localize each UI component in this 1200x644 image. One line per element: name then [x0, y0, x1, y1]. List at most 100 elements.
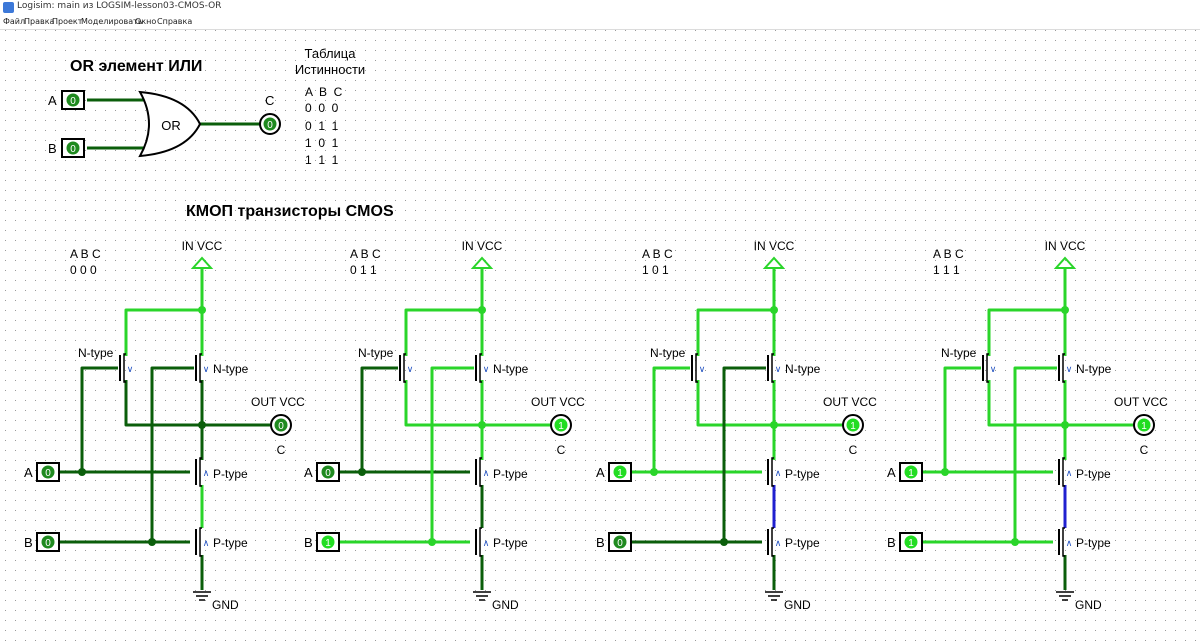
gnd-label: GND: [212, 598, 239, 612]
or-output-pin[interactable]: 0: [259, 113, 281, 135]
wire-junction: [198, 306, 206, 314]
vcc-label: IN VCC: [754, 239, 795, 253]
menu-project[interactable]: Проект: [52, 17, 83, 26]
pin-value: 0: [617, 538, 623, 549]
output-pin[interactable]: 1: [550, 414, 572, 436]
n-type-transistor-b[interactable]: ∨: [195, 353, 209, 383]
output-pin[interactable]: 1: [842, 414, 864, 436]
gnd-label: GND: [784, 598, 811, 612]
input-a-pin[interactable]: 1: [899, 462, 923, 482]
input-a-pin[interactable]: 0: [316, 462, 340, 482]
p-type-transistor-a[interactable]: ∧: [195, 457, 209, 487]
n-type-transistor-b[interactable]: ∨: [475, 353, 490, 383]
n-type-transistor-a[interactable]: ∨: [691, 353, 705, 383]
cmos-circuit-2: A B C0 1 1IN VCC∨∨∧∧N-typeN-typeP-typeP-…: [304, 239, 585, 612]
p-type-arrow-icon: ∧: [203, 538, 210, 548]
wire-junction: [941, 468, 949, 476]
n-type-label: N-type: [213, 362, 249, 376]
p-type-transistor-a[interactable]: ∧: [767, 457, 781, 487]
input-a-gate-wire: [58, 366, 118, 474]
output-pin[interactable]: 0: [270, 414, 292, 436]
p-type-label: P-type: [493, 536, 528, 550]
menu-simulate[interactable]: Моделировать: [81, 17, 143, 26]
p-type-transistor-b[interactable]: ∧: [195, 527, 210, 557]
wire-junction: [770, 306, 778, 314]
or-gate[interactable]: OR: [138, 90, 202, 158]
input-b-pin[interactable]: 0: [608, 532, 632, 552]
input-b-label: B: [24, 535, 33, 550]
n1-drain-wire: [124, 308, 202, 356]
menu-divider: [0, 29, 1200, 30]
output-pin[interactable]: 1: [1133, 414, 1155, 436]
or-input-b-pin[interactable]: 0: [61, 138, 85, 158]
cmos-circuit-4: A B C1 1 1IN VCC∨∨∧∧N-typeN-typeP-typeP-…: [887, 239, 1168, 612]
output-wire: [124, 380, 270, 427]
circuit-table-row: 0 1 1: [350, 263, 377, 277]
input-b-pin[interactable]: 1: [316, 532, 340, 552]
menu-help[interactable]: Справка: [157, 17, 193, 26]
p-type-transistor-b[interactable]: ∧: [1058, 527, 1073, 557]
input-b-gate-wire: [630, 366, 766, 544]
or-input-a-pin[interactable]: 0: [61, 90, 85, 110]
p-type-label: P-type: [785, 467, 820, 481]
output-label: C: [1140, 443, 1149, 457]
circuit-table-header: A B C: [933, 247, 964, 261]
vcc-label: IN VCC: [462, 239, 503, 253]
or-output-label: C: [265, 93, 274, 108]
pin-value: 0: [45, 468, 51, 479]
cmos-circuits: A B C0 0 0IN VCC∨∨∧∧N-typeN-typeP-typeP-…: [24, 239, 1168, 612]
output-label: C: [277, 443, 286, 457]
n-type-arrow-icon: ∨: [483, 364, 490, 374]
out-vcc-label: OUT VCC: [1114, 395, 1168, 409]
pin-led: [904, 535, 918, 549]
n-type-transistor-a[interactable]: ∨: [982, 353, 996, 383]
p-type-label: P-type: [213, 536, 248, 550]
n-type-transistor-a[interactable]: ∨: [399, 353, 413, 383]
n-type-label: N-type: [650, 346, 686, 360]
menu-edit[interactable]: Правка: [24, 17, 55, 26]
p-type-transistor-a[interactable]: ∧: [475, 457, 489, 487]
pin-led: [41, 465, 55, 479]
wire-junction: [358, 468, 366, 476]
output-label: C: [557, 443, 566, 457]
or-gate-label: OR: [161, 118, 181, 133]
p-type-transistor-b[interactable]: ∧: [475, 527, 489, 557]
cmos-heading: КМОП транзисторы CMOS: [186, 203, 394, 220]
input-a-label: A: [887, 465, 896, 480]
p-type-transistor-b[interactable]: ∧: [767, 527, 781, 557]
menu-window[interactable]: Окно: [135, 17, 157, 26]
transistor-channel: [771, 457, 774, 487]
pin-led: [41, 535, 55, 549]
transistor-channel: [199, 457, 202, 487]
n-type-transistor-b[interactable]: ∨: [767, 353, 781, 383]
out-vcc-label: OUT VCC: [823, 395, 877, 409]
pin-value: 1: [617, 468, 623, 479]
n-type-transistor-a[interactable]: ∨: [119, 353, 133, 383]
p-type-arrow-icon: ∧: [1066, 468, 1073, 478]
p-type-transistor-a[interactable]: ∧: [1058, 457, 1073, 487]
transistor-channel: [479, 527, 482, 557]
pin-led: [846, 418, 860, 432]
input-b-pin[interactable]: 0: [36, 532, 60, 552]
transistor-channel: [986, 353, 989, 383]
circuit-table-header: A B C: [70, 247, 101, 261]
input-a-pin[interactable]: 0: [36, 462, 60, 482]
p-type-arrow-icon: ∧: [1066, 538, 1073, 548]
pin-value: 1: [908, 538, 914, 549]
input-b-pin[interactable]: 1: [899, 532, 923, 552]
transistor-channel: [403, 353, 406, 383]
circuit-table-row: 1 0 1: [642, 263, 669, 277]
input-a-gate-wire: [338, 366, 398, 474]
transistor-channel: [1062, 457, 1065, 487]
wire-junction: [78, 468, 86, 476]
transistor-channel: [479, 457, 482, 487]
input-a-pin[interactable]: 1: [608, 462, 632, 482]
transistor-channel: [695, 353, 698, 383]
circuit-canvas[interactable]: OR элемент ИЛИ A 0 B 0 OR C 0 Таблица Ис…: [0, 30, 1200, 644]
circuit-table-header: A B C: [350, 247, 381, 261]
menu-file[interactable]: Файл: [3, 17, 26, 26]
cmos-circuit-1: A B C0 0 0IN VCC∨∨∧∧N-typeN-typeP-typeP-…: [24, 239, 305, 612]
pin-value: 1: [558, 421, 564, 432]
logisim-app-icon: [3, 2, 14, 13]
n-type-transistor-b[interactable]: ∨: [1058, 353, 1072, 383]
